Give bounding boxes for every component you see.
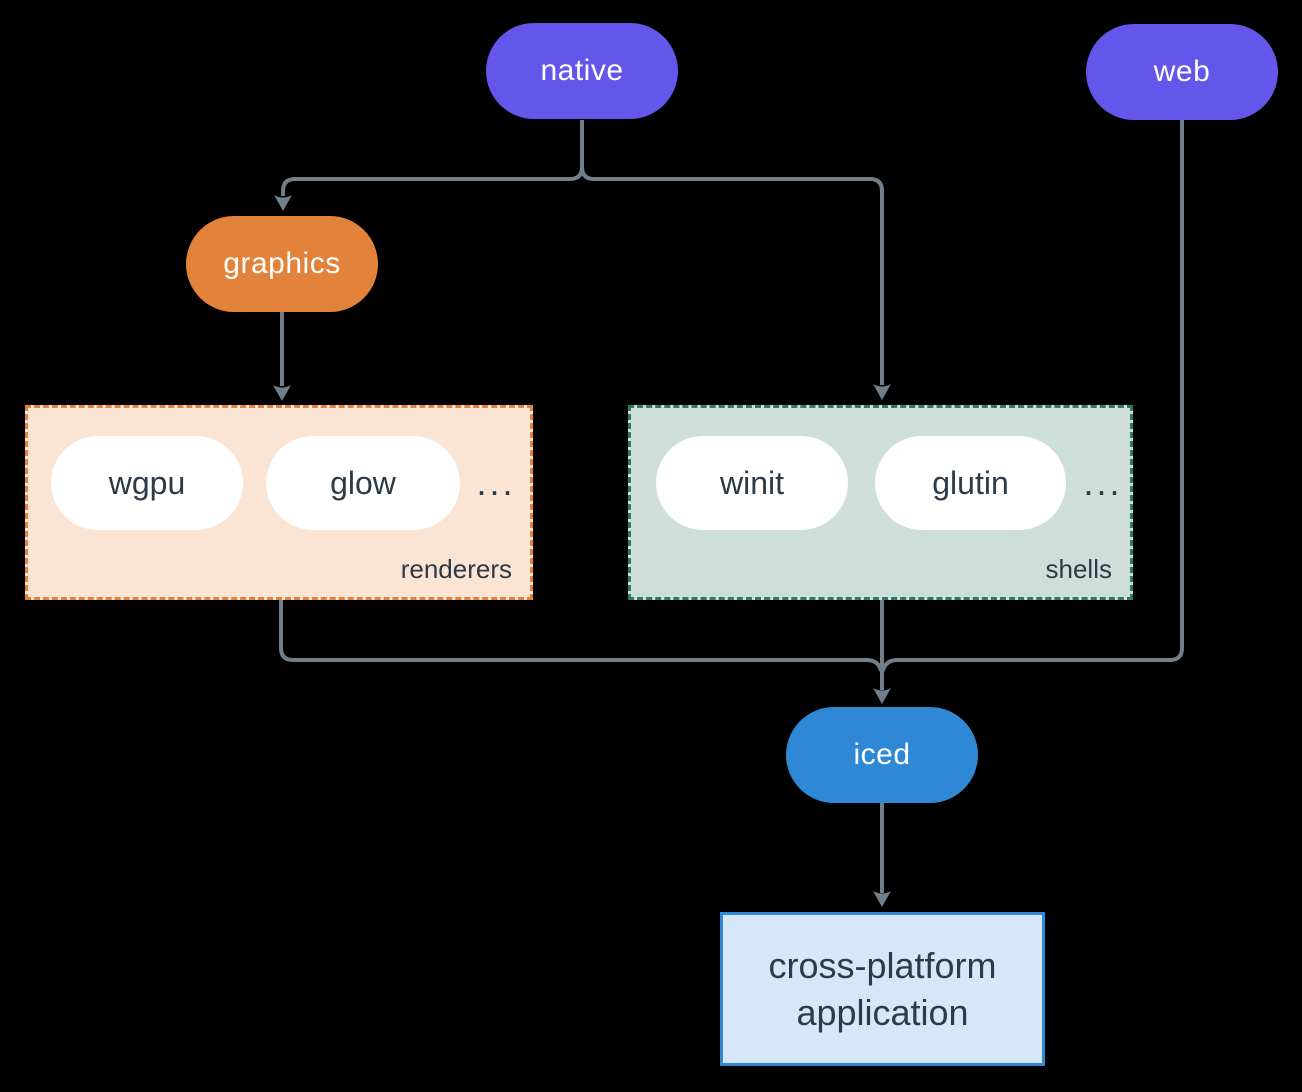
group-renderers: wgpu glow ... renderers — [25, 405, 533, 600]
node-wgpu: wgpu — [51, 436, 243, 530]
renderers-ellipsis: ... — [476, 462, 516, 503]
node-application: cross-platform application — [720, 912, 1045, 1066]
node-glow-label: glow — [330, 464, 396, 501]
connector-web-iced — [881, 120, 1184, 672]
group-shells: winit glutin ... shells — [628, 405, 1133, 600]
connector-renderers-iced — [279, 600, 883, 672]
node-glow: glow — [266, 436, 460, 530]
arrowhead-graphics — [274, 195, 292, 211]
connector-native-shells — [580, 120, 884, 385]
connector-native-graphics — [281, 120, 584, 196]
node-native-label: native — [540, 54, 624, 87]
node-wgpu-label: wgpu — [108, 464, 186, 501]
node-glutin: glutin — [875, 436, 1066, 530]
node-iced-label: iced — [853, 738, 911, 771]
node-glutin-label: glutin — [932, 464, 1009, 501]
arrowhead-application — [873, 891, 891, 907]
node-winit: winit — [656, 436, 848, 530]
renderers-group-label: renderers — [400, 554, 512, 584]
node-application-label: cross-platform application — [768, 945, 997, 1033]
arrowhead-renderers — [273, 385, 291, 401]
node-winit-label: winit — [719, 464, 784, 501]
node-graphics: graphics — [186, 216, 378, 312]
node-graphics-label: graphics — [223, 247, 341, 280]
node-iced: iced — [786, 707, 978, 803]
arrowhead-iced — [873, 688, 891, 704]
shells-ellipsis: ... — [1083, 462, 1123, 503]
node-web-label: web — [1153, 55, 1211, 88]
arrowhead-shells — [873, 384, 891, 400]
node-web: web — [1086, 24, 1278, 120]
shells-group-label: shells — [1045, 554, 1112, 584]
node-native: native — [486, 23, 678, 119]
